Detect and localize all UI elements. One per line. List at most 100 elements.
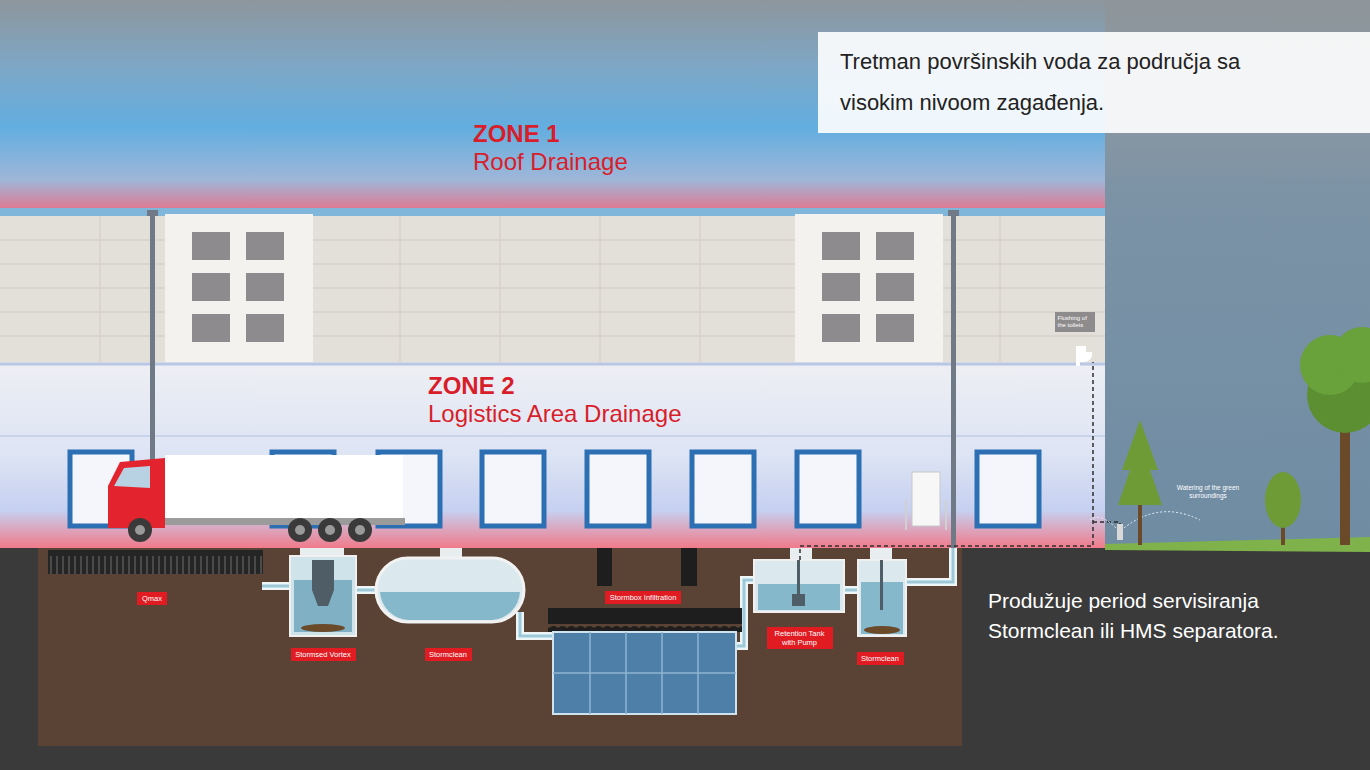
ground — [1105, 537, 1370, 552]
loading-door — [587, 452, 649, 526]
sky — [0, 0, 1370, 550]
zone-heading: ZONE 1Roof Drainage — [473, 120, 629, 176]
node-text: Stormbox Infiltration — [609, 593, 677, 602]
tree — [1118, 420, 1162, 505]
window-panel — [165, 214, 943, 362]
caption-block: Produžuje period servisiranja Stormclean… — [988, 586, 1353, 646]
truck — [108, 458, 165, 528]
component-tag: Stormclean — [857, 652, 904, 665]
node-text: Stormsed Vortex — [295, 650, 352, 659]
node-subtext: Roof Drainage — [473, 148, 629, 176]
window-panel — [192, 314, 230, 342]
truck — [318, 518, 342, 542]
window-panel — [246, 232, 284, 260]
title-box: Tretman površinskih voda za područja sa … — [818, 32, 1370, 133]
downpipe — [147, 210, 959, 548]
retention-tank — [797, 560, 800, 596]
tree — [1265, 472, 1301, 528]
sprinkler — [1090, 512, 1200, 528]
tree — [1334, 327, 1370, 383]
component-tag: Stormclean — [425, 648, 472, 661]
stormclean-chamber — [864, 626, 900, 634]
infiltration-crates — [548, 608, 742, 632]
downpipe — [951, 212, 956, 548]
node-text: Stormclean — [429, 650, 468, 659]
reuse-line — [800, 362, 1120, 560]
vortex-chamber — [290, 548, 356, 636]
vortex-chamber — [312, 560, 334, 606]
ground — [0, 548, 1370, 770]
component-tag: Stormbox Infiltration — [605, 591, 681, 604]
truck — [165, 455, 403, 519]
window-panel — [192, 273, 230, 301]
window-panel — [822, 273, 860, 301]
node-text: Qmax — [141, 594, 163, 603]
sky — [0, 0, 1370, 550]
node-subtext: Logistics Area Drainage — [428, 400, 683, 428]
note-label: Watering of the green surroundings — [1172, 484, 1244, 500]
component-tag: Stormsed Vortex — [291, 648, 356, 661]
retention-tank — [754, 548, 844, 612]
infiltration-crates — [553, 632, 736, 714]
title-text: Tretman površinskih voda za područja sa … — [840, 41, 1310, 123]
truck — [325, 525, 335, 535]
tree — [1138, 505, 1142, 545]
zone-band — [0, 362, 1105, 548]
zone-band — [0, 363, 1105, 366]
personnel-door — [912, 472, 940, 526]
loading-door — [692, 452, 754, 526]
component-tag: Retention Tank with Pump — [767, 627, 833, 649]
qmax-channel — [48, 550, 263, 574]
node-text: Retention Tank with Pump — [771, 629, 829, 647]
personnel-door — [906, 500, 946, 530]
stormclean-chamber — [880, 560, 883, 610]
ground — [0, 537, 1370, 770]
stormclean-tank — [376, 558, 524, 622]
node-text: ZONE 2 — [428, 372, 683, 400]
caption-text: Produžuje period servisiranja Stormclean… — [988, 586, 1353, 646]
personnel-door — [906, 472, 946, 530]
retention-tank — [790, 548, 812, 560]
truck — [295, 525, 305, 535]
stormclean-chamber — [870, 548, 892, 560]
stormclean-tank — [376, 548, 524, 622]
window-panel — [165, 214, 313, 362]
loading-door — [482, 452, 544, 526]
stormclean-chamber — [858, 560, 906, 636]
infiltration-crates — [681, 548, 697, 586]
toilet-icon — [1076, 346, 1092, 366]
window-panel — [876, 314, 914, 342]
vortex-chamber — [301, 624, 345, 632]
window-panel — [876, 273, 914, 301]
qmax-channel — [48, 550, 263, 574]
truck — [108, 455, 405, 542]
toilet-icon — [1076, 346, 1092, 366]
truck — [135, 525, 145, 535]
truck — [114, 466, 150, 488]
downpipe — [150, 212, 155, 472]
reuse-line — [800, 362, 1093, 560]
window-panel — [795, 214, 943, 362]
stormclean-tank — [380, 592, 520, 620]
window-panel — [246, 273, 284, 301]
tree — [1340, 420, 1350, 545]
node-text: ZONE 1 — [473, 120, 629, 148]
stormclean-chamber — [858, 548, 906, 636]
sprinkler — [1117, 524, 1123, 540]
window-panel — [822, 232, 860, 260]
zone-heading: ZONE 2Logistics Area Drainage — [428, 372, 683, 428]
infiltration-crates — [597, 548, 612, 586]
truck — [128, 518, 152, 542]
window-panel — [246, 314, 284, 342]
vortex-chamber — [290, 556, 356, 636]
retention-tank — [754, 560, 844, 612]
node-text: Stormclean — [861, 654, 900, 663]
window-panel — [876, 232, 914, 260]
downpipe — [948, 210, 959, 216]
zone-band — [0, 435, 1105, 437]
window-panel — [822, 314, 860, 342]
infiltration-crates — [548, 548, 742, 714]
tree — [1118, 327, 1370, 545]
downpipe — [147, 210, 158, 216]
window-panel — [192, 232, 230, 260]
